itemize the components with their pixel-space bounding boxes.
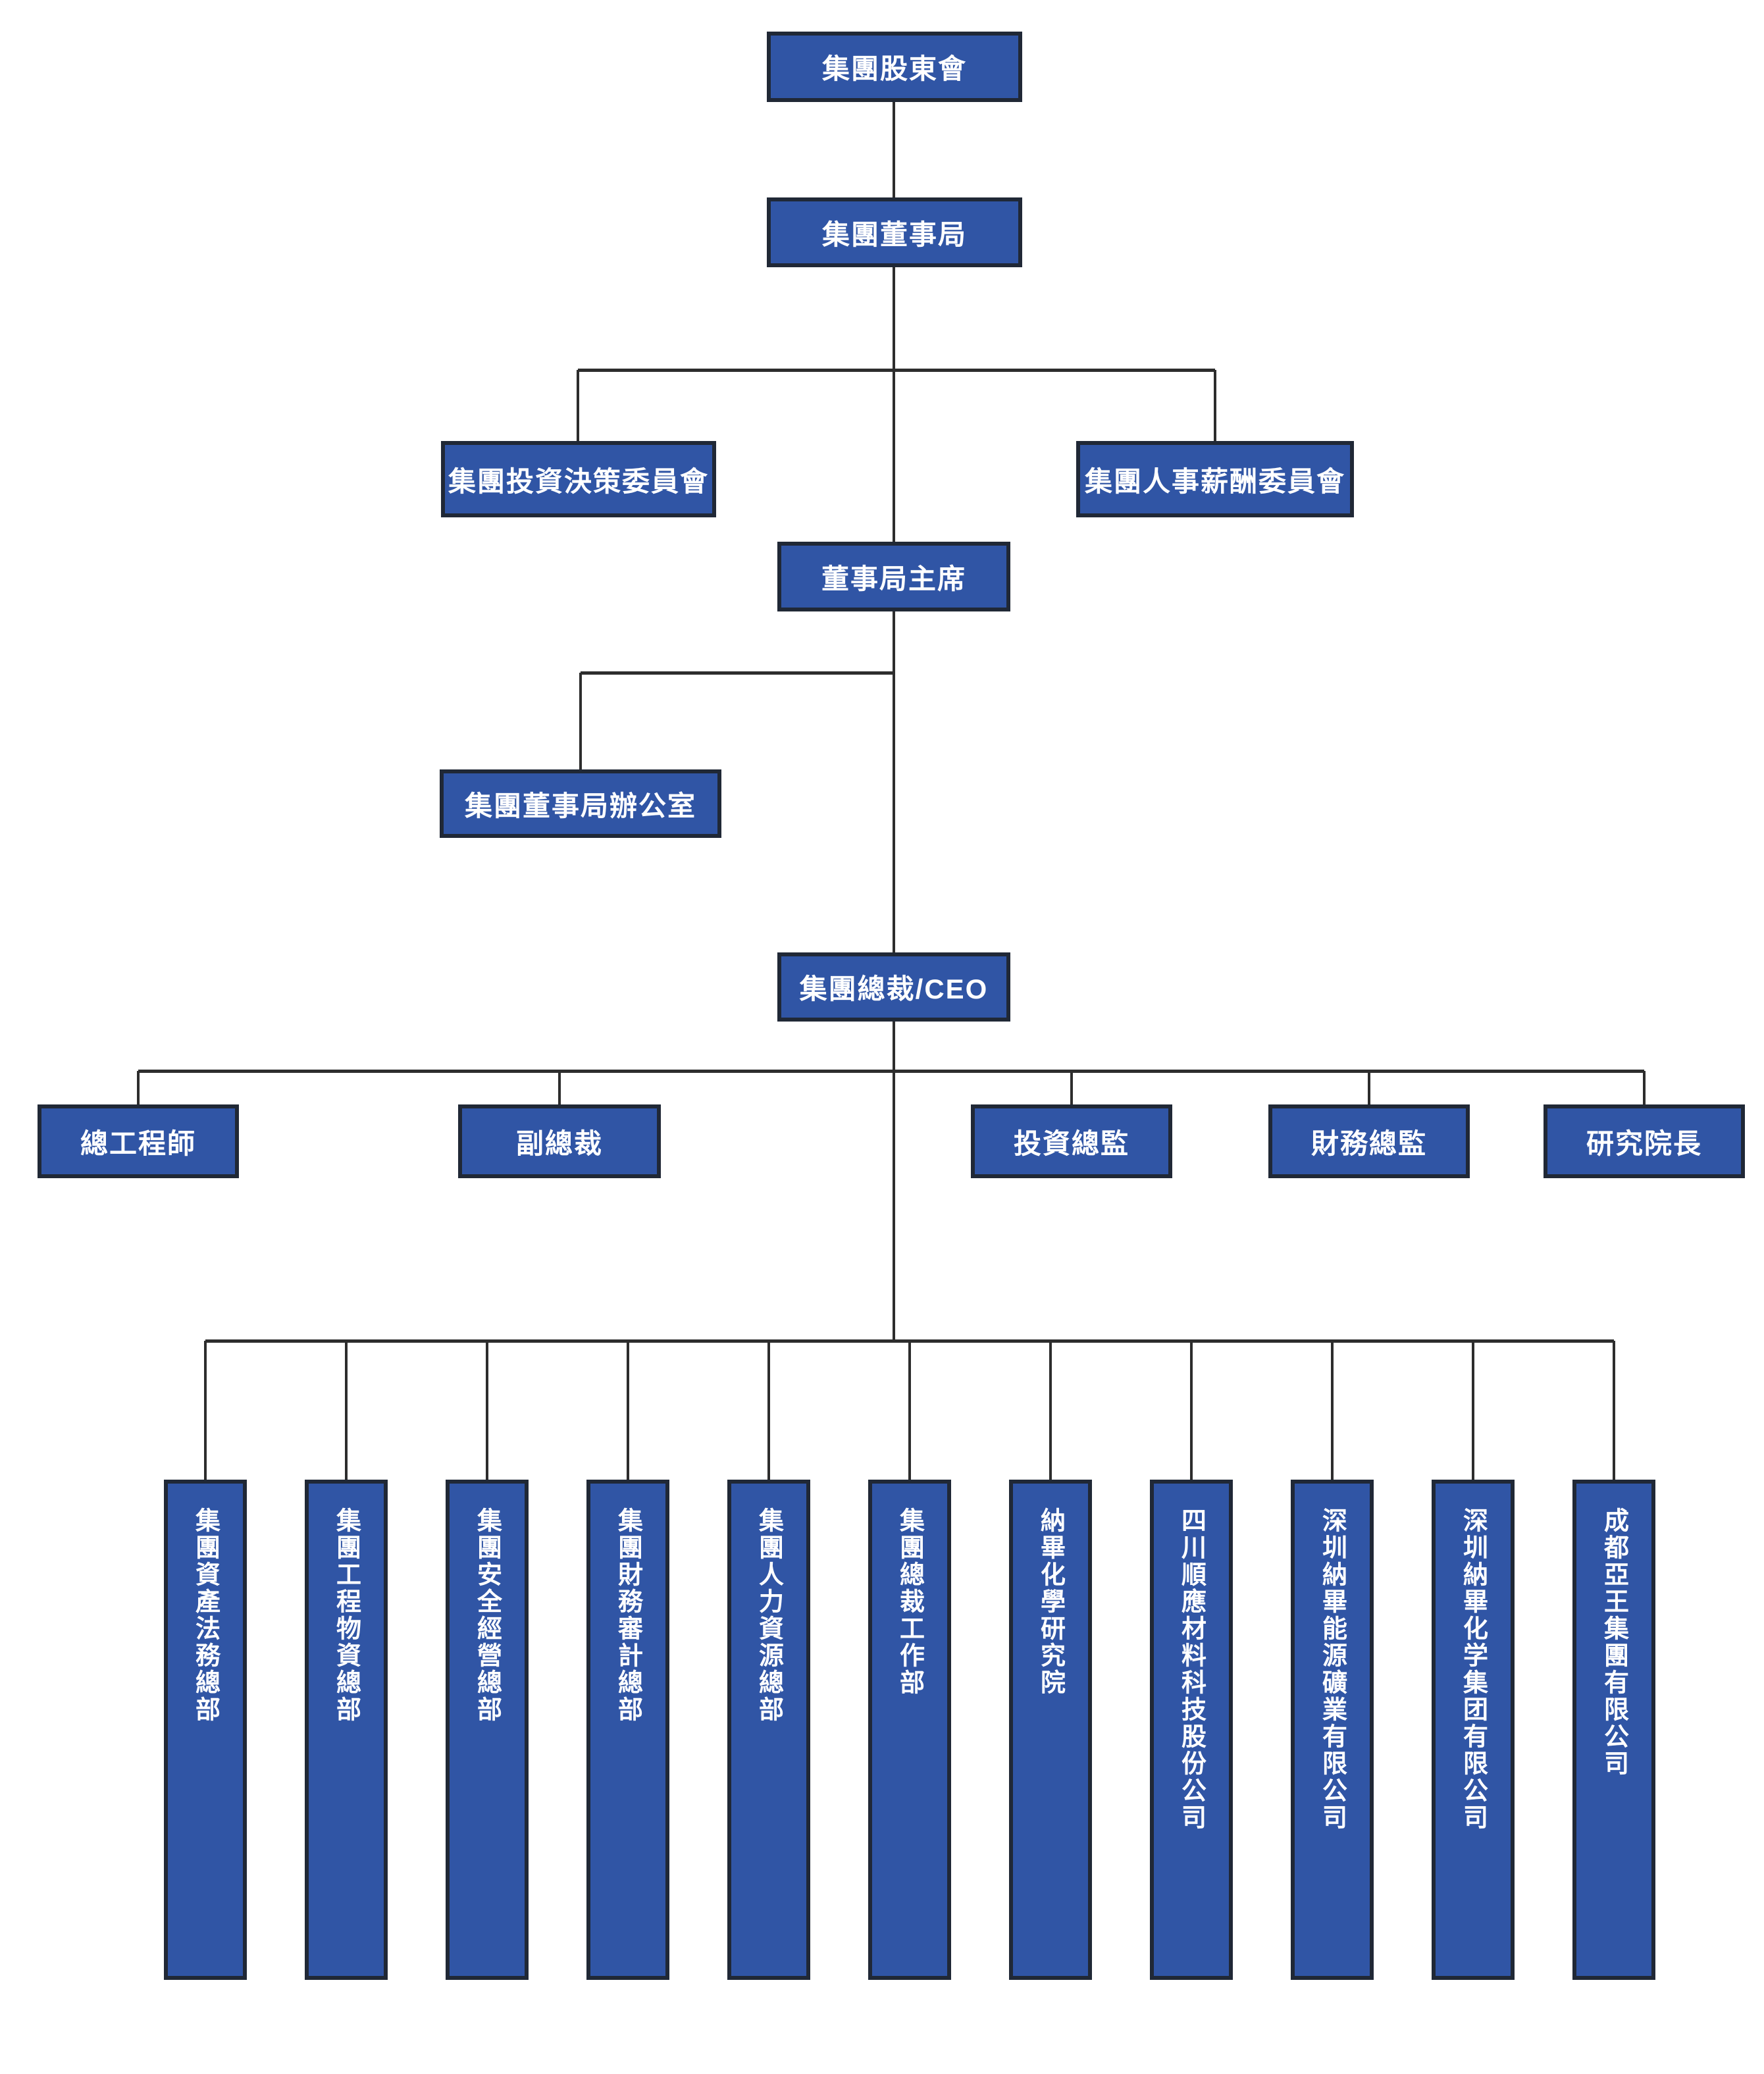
dept-label: 集團安全經營總部 [473, 1507, 501, 1723]
connector-drop-hr-committee [1214, 370, 1216, 441]
connector-drop-dept-8 [1190, 1341, 1193, 1480]
dept-label: 集團人力資源總部 [754, 1507, 783, 1723]
connector-drop-dept-6 [908, 1341, 911, 1480]
dept-label: 集團資產法務總部 [191, 1507, 219, 1723]
node-personnel-compensation-committee: 集團人事薪酬委員會 [1076, 441, 1354, 517]
dept-label: 深圳納畢能源礦業有限公司 [1318, 1507, 1346, 1831]
dept-label: 集團工程物資總部 [332, 1507, 360, 1723]
connector-drop-chief-engineer [137, 1071, 140, 1104]
dept-label: 四川順應材料科技股份公司 [1177, 1507, 1205, 1831]
connector-drop-dept-2 [345, 1341, 348, 1480]
connector-drop-investment-director [1070, 1071, 1073, 1104]
connector-drop-dept-3 [486, 1341, 488, 1480]
node-dept-safety-operations-hq: 集團安全經營總部 [446, 1480, 529, 1980]
connector-drop-investment-committee [577, 370, 579, 441]
node-research-institute-dean: 研究院長 [1544, 1104, 1745, 1178]
connector-drop-finance-director [1368, 1071, 1370, 1104]
node-dept-engineering-materials-hq: 集團工程物資總部 [305, 1480, 388, 1980]
node-dept-human-resources-hq: 集團人力資源總部 [727, 1480, 810, 1980]
node-investment-decision-committee: 集團投資決策委員會 [441, 441, 716, 517]
connector-drop-dept-5 [767, 1341, 770, 1480]
node-group-shareholders-meeting: 集團股東會 [767, 32, 1022, 102]
node-dept-nabi-chemistry-research-institute: 納畢化學研究院 [1009, 1480, 1092, 1980]
node-dept-finance-audit-hq: 集團財務審計總部 [586, 1480, 669, 1980]
dept-label: 成都亞王集團有限公司 [1599, 1507, 1628, 1777]
node-dept-sichuan-shunying-materials: 四川順應材料科技股份公司 [1150, 1480, 1233, 1980]
connector-drop-dept-9 [1331, 1341, 1334, 1480]
dept-label: 納畢化學研究院 [1036, 1507, 1064, 1696]
connector-committees-horizontal [578, 369, 1215, 372]
node-dept-shenzhen-nabi-energy-mining: 深圳納畢能源礦業有限公司 [1291, 1480, 1374, 1980]
connector-drop-dept-10 [1472, 1341, 1474, 1480]
connector-office-horizontal [581, 671, 894, 675]
node-group-board-of-directors: 集團董事局 [767, 197, 1022, 267]
connector-chairman-ceo [893, 611, 895, 952]
node-vice-president: 副總裁 [458, 1104, 661, 1178]
node-dept-chengdu-yawang-group: 成都亞王集團有限公司 [1572, 1480, 1655, 1980]
connector-drop-dept-7 [1049, 1341, 1052, 1480]
node-board-chairman: 董事局主席 [777, 542, 1010, 611]
connector-ceo-down [893, 1022, 895, 1341]
connector-drop-dept-1 [204, 1341, 207, 1480]
node-finance-director: 財務總監 [1268, 1104, 1470, 1178]
node-chief-engineer: 總工程師 [38, 1104, 239, 1178]
node-dept-asset-legal-hq: 集團資產法務總部 [164, 1480, 247, 1980]
node-board-office: 集團董事局辦公室 [440, 769, 721, 838]
connector-shareholders-board [893, 102, 895, 197]
node-group-president-ceo: 集團總裁/CEO [777, 952, 1010, 1022]
connector-executives-horizontal [138, 1070, 1644, 1073]
dept-label: 集團財務審計總部 [613, 1507, 642, 1723]
dept-label: 深圳納畢化学集团有限公司 [1459, 1507, 1487, 1831]
node-investment-director: 投資總監 [971, 1104, 1172, 1178]
dept-label: 集團總裁工作部 [895, 1507, 923, 1696]
connector-drop-dept-4 [627, 1341, 629, 1480]
connector-drop-vice-president [558, 1071, 561, 1104]
connector-drop-research-dean [1643, 1071, 1646, 1104]
node-dept-president-work-dept: 集團總裁工作部 [868, 1480, 951, 1980]
connector-drop-board-office [579, 673, 582, 769]
connector-drop-dept-11 [1613, 1341, 1615, 1480]
node-dept-shenzhen-nabi-chemistry-group: 深圳納畢化学集团有限公司 [1432, 1480, 1515, 1980]
connector-board-chairman [893, 267, 895, 542]
